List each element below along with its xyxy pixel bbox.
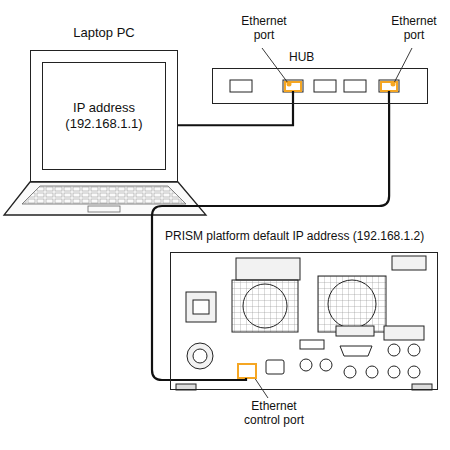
callout-label: Ethernet port [236,14,292,43]
port-wire [293,91,389,104]
device-rear-panel [176,256,432,390]
node-text: IP address (192.168.1.1) [43,96,165,135]
cable-line [178,104,293,125]
ethernet-cable [178,104,293,125]
leader-line [252,48,412,398]
port-wire [171,378,246,380]
hub-ports [230,80,399,92]
node-title: PRISM platform default IP address (192.1… [165,229,424,243]
device-box: PRISM platform default IP address (192.1… [170,252,438,390]
hub-box: HUB [212,68,428,104]
node-title: Laptop PC [31,25,177,41]
port-highlight [285,82,397,91]
screen: IP address (192.168.1.1) [42,62,166,170]
callout-label: Ethernet control port [240,399,308,428]
laptop-screen: Laptop PCIP address (192.168.1.1) [30,50,178,182]
node-title: HUB [289,50,314,64]
port-highlight [238,364,256,378]
laptop-base [4,182,206,215]
callout-label: Ethernet port [386,14,442,43]
